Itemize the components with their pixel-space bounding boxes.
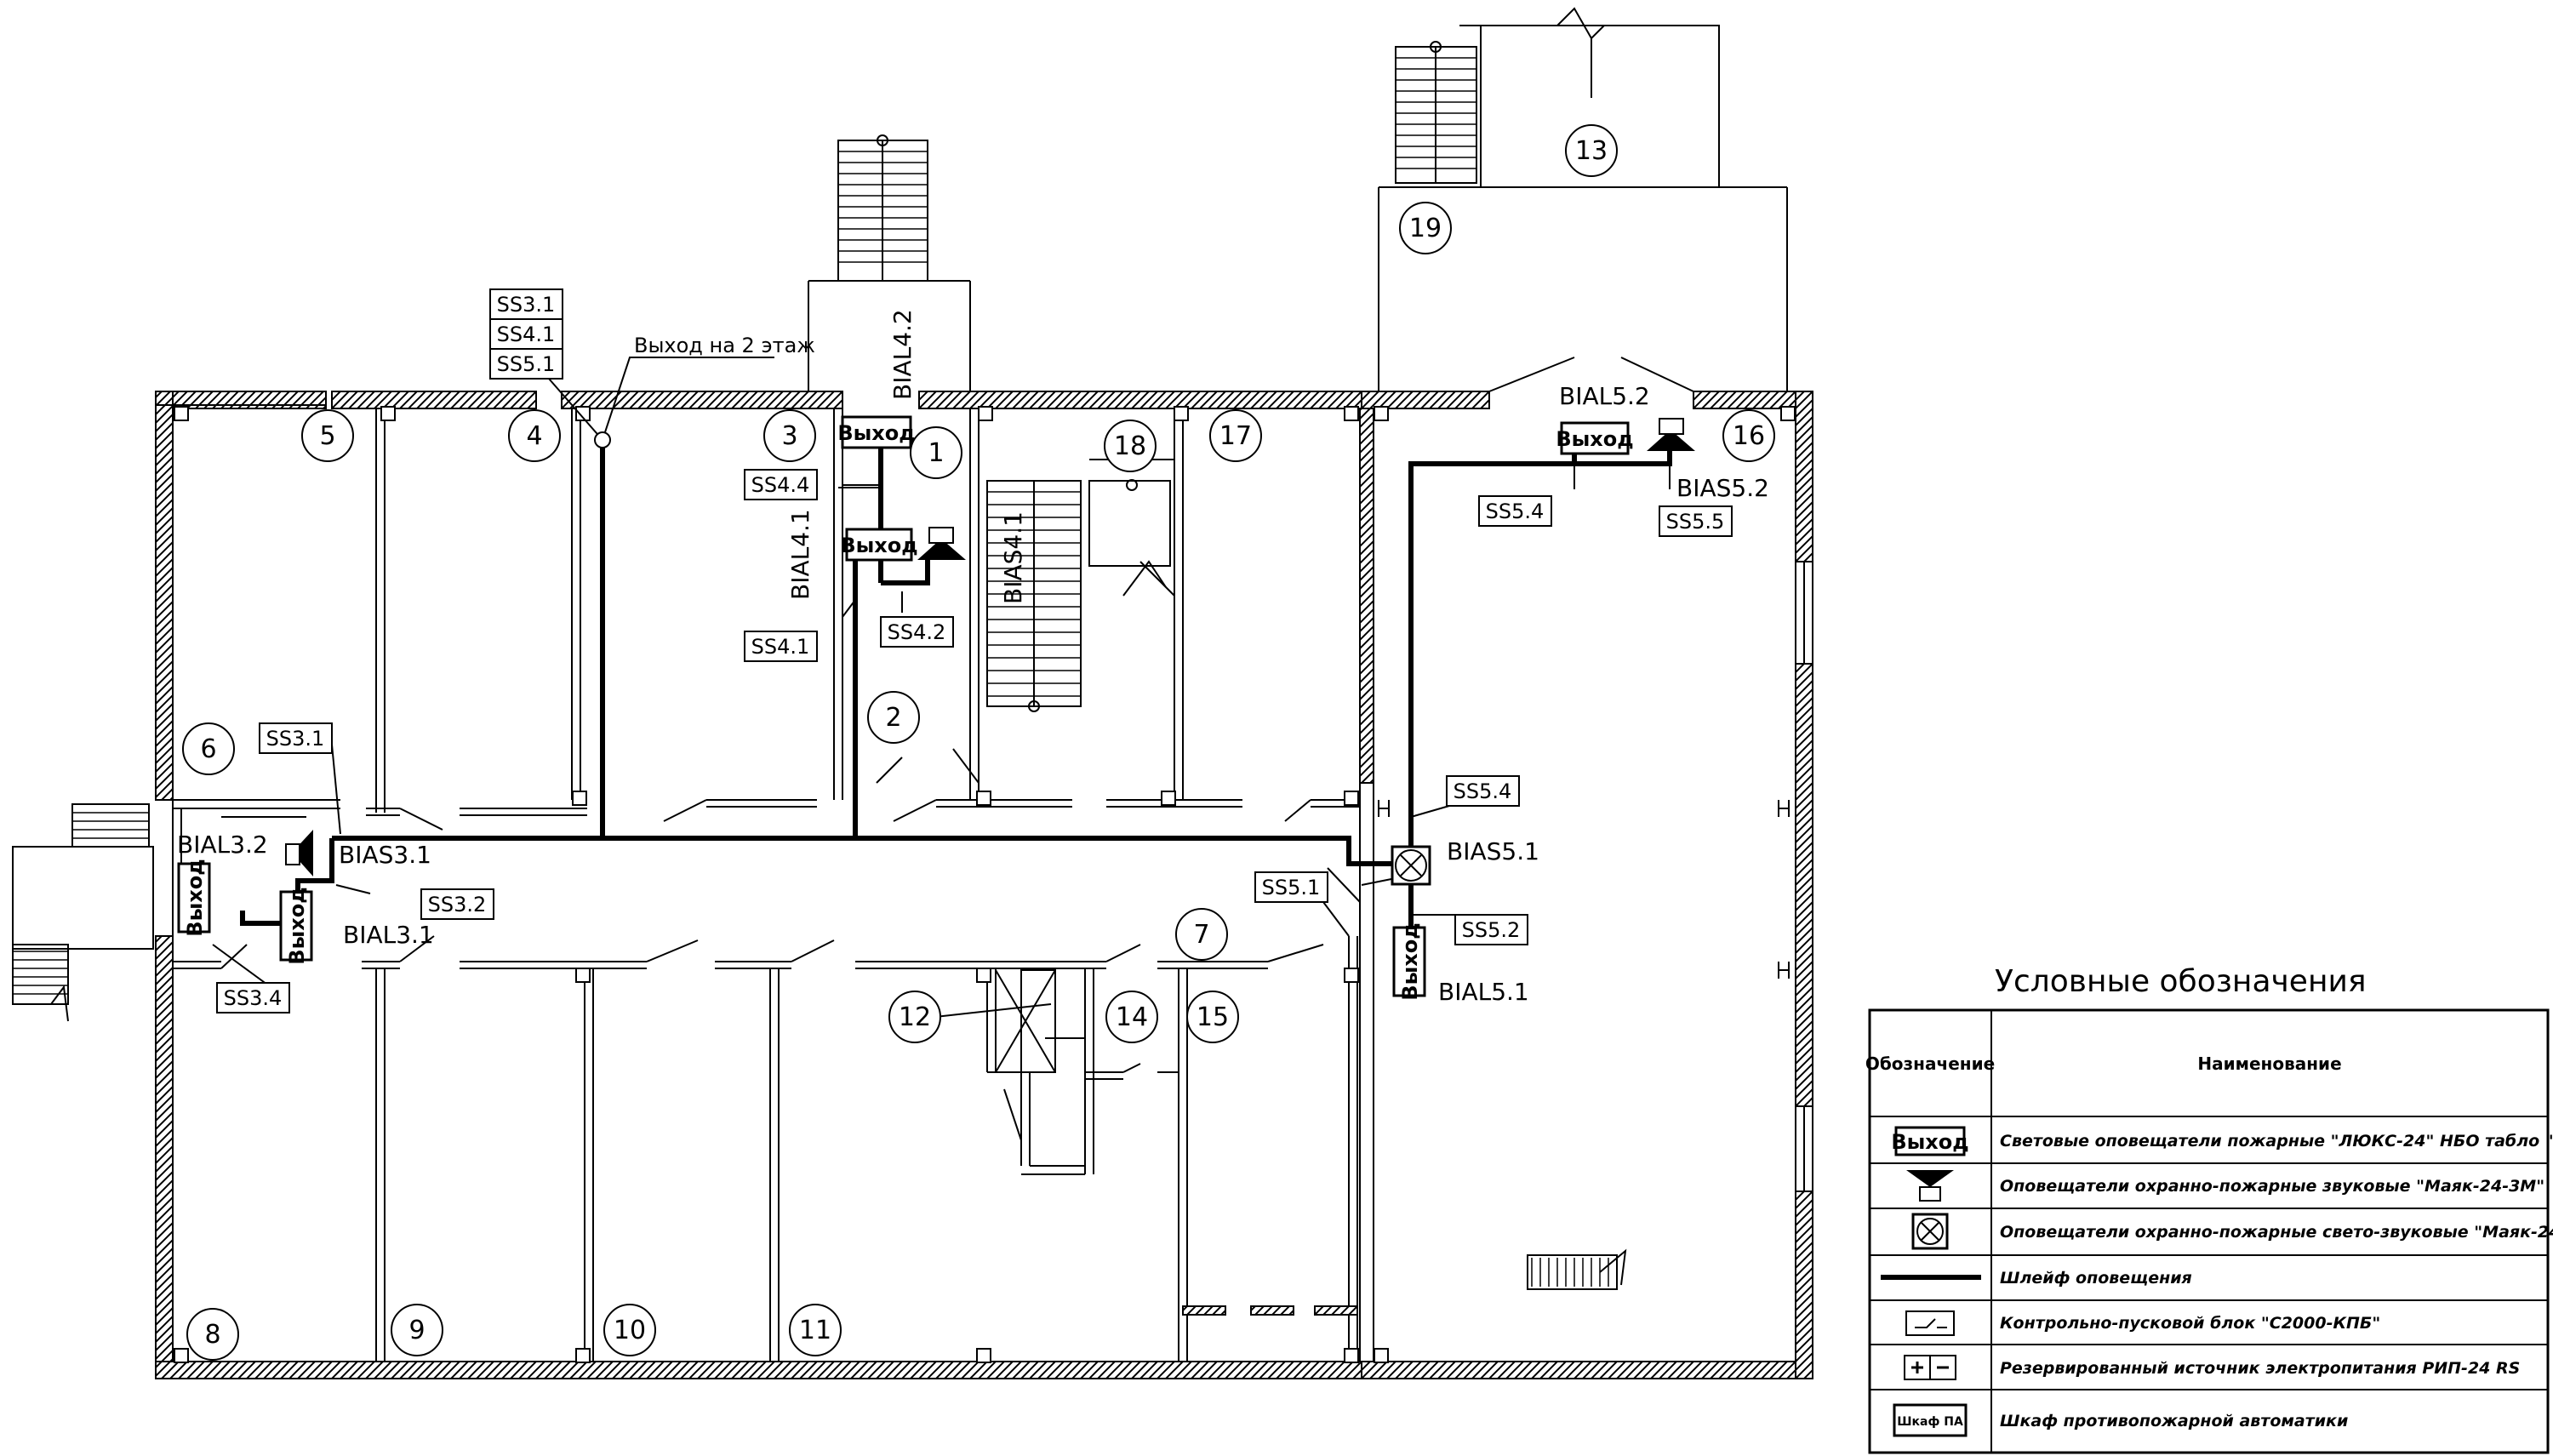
legend-col-name: Наименование (2197, 1053, 2341, 1074)
power-supply-icon (1904, 1355, 1956, 1380)
legend-row-3: Оповещатели охранно-пожарные свето-звуко… (2000, 1223, 2553, 1242)
label-bial52: BIAL5.2 (1559, 382, 1650, 410)
label-bias51: BIAS5.1 (1447, 837, 1539, 865)
exit-sign-5: Выход (285, 887, 309, 964)
legend-row-6: Резервированный источник электропитания … (2000, 1359, 2520, 1378)
room-2: 2 (885, 703, 901, 733)
tag-ss55: SS5.5 (1666, 510, 1725, 534)
sounder-icon (917, 527, 966, 560)
label-bial32: BIAL3.2 (177, 831, 268, 859)
exit-sign-icon: Выход (1891, 1126, 1969, 1156)
columns (174, 406, 1796, 1363)
leader-lines (212, 357, 1671, 1039)
room-5: 5 (319, 421, 335, 451)
cable-tags (216, 469, 1733, 1013)
sounder-icon (1647, 418, 1695, 451)
legend-row-2: Оповещатели охранно-пожарные звуковые "М… (2000, 1177, 2544, 1196)
label-bial31: BIAL3.1 (343, 921, 434, 949)
label-bias31: BIAS3.1 (339, 841, 431, 869)
room-12: 12 (899, 1002, 931, 1032)
room-16: 16 (1733, 421, 1765, 451)
exit-signs (177, 415, 1630, 997)
tag-stack-item-2: SS4.1 (497, 323, 556, 346)
legend-row-4: Шлейф оповещения (2000, 1269, 2192, 1288)
light-sound-icon (1911, 1213, 1949, 1250)
room-10: 10 (614, 1316, 646, 1345)
window-lines (156, 404, 1813, 1362)
tag-ss54a: SS5.4 (1454, 779, 1512, 803)
room-numbers (182, 124, 1775, 1361)
tag-ss52: SS5.2 (1462, 918, 1521, 942)
legend-cabinet-text: Шкаф ПА (1897, 1415, 1963, 1429)
sounder-icon (285, 830, 313, 876)
cabinet-icon: Шкаф ПА (1893, 1403, 1968, 1437)
legend-col-symbol: Обозначение (1865, 1053, 1995, 1074)
legend-row-1: Световые оповещатели пожарные "ЛЮКС-24" … (2000, 1132, 2553, 1151)
alarm-loop (240, 440, 1672, 928)
label-bias41: BIAS4.1 (999, 511, 1027, 604)
exit-sign-4: Выход (183, 859, 207, 936)
exterior-walls (155, 391, 1813, 1379)
cable-tag-labels: SS3.1 SS3.2 SS3.4 SS4.1 SS4.2 SS4.4 SS5.… (224, 473, 1725, 1010)
legend-row-7: Шкаф противопожарной автоматики (2000, 1412, 2348, 1430)
stair-treads (13, 57, 1609, 1287)
exit-sign-6: Выход (1398, 922, 1422, 1000)
room-14: 14 (1116, 1002, 1148, 1032)
legend-row-5: Контрольно-пусковой блок "С2000-КПБ" (2000, 1314, 2380, 1333)
exit-sign-2: Выход (840, 534, 917, 557)
tag-ss44: SS4.4 (751, 473, 810, 497)
tag-ss41: SS4.1 (751, 635, 810, 659)
label-bial51: BIAL5.1 (1438, 978, 1529, 1006)
room-8: 8 (204, 1320, 220, 1350)
interior-partitions (156, 408, 1360, 1362)
exit-sign-1: Выход (837, 421, 915, 445)
room-15: 15 (1197, 1002, 1229, 1032)
room-18: 18 (1114, 431, 1146, 461)
tag-stack-item-1: SS3.1 (497, 293, 556, 317)
exit-sign-3: Выход (1556, 427, 1633, 451)
dashed-edges (808, 26, 1788, 391)
legend-title: Условные обозначения (1995, 964, 2367, 999)
tag-ss54b: SS5.4 (1486, 500, 1545, 523)
tag-ss34: SS3.4 (224, 986, 283, 1010)
exit-sign-labels: Выход Выход Выход Выход Выход Выход (183, 421, 1634, 1001)
device-labels: BIAL3.2 BIAL3.1 BIAS3.1 BIAL4.2 BIAL4.1 … (177, 309, 1769, 1006)
room-13: 13 (1575, 136, 1608, 166)
room-number-labels: 1 2 3 4 5 6 7 8 9 10 11 12 13 14 15 16 1… (200, 136, 1765, 1350)
exit-label: Выход на 2 этаж (634, 334, 815, 357)
room-17: 17 (1219, 421, 1252, 451)
tag-ss42: SS4.2 (888, 620, 946, 644)
tag-stack: SS3.1 SS4.1 SS5.1 (489, 288, 563, 380)
label-bial42: BIAL4.2 (888, 309, 917, 400)
room-1: 1 (928, 438, 944, 468)
room-6: 6 (200, 734, 216, 764)
door-swings (220, 357, 1694, 1141)
riser-marker (594, 431, 611, 448)
sounder-icon (1906, 1170, 1954, 1202)
legend-exit-text: Выход (1891, 1130, 1968, 1154)
label-bias52: BIAS5.2 (1676, 474, 1769, 502)
control-block-icon (1905, 1310, 1955, 1336)
room-19: 19 (1409, 214, 1442, 243)
tag-stack-item-3: SS5.1 (497, 352, 556, 376)
tag-ss31: SS3.1 (266, 727, 325, 751)
label-bial41: BIAL4.1 (786, 509, 814, 600)
room-7: 7 (1193, 920, 1209, 950)
legend: Условные обозначения Обозначение Наимено… (1865, 964, 2553, 1454)
room-3: 3 (781, 421, 797, 451)
room-4: 4 (526, 421, 542, 451)
tag-ss51: SS5.1 (1262, 876, 1321, 899)
room-11: 11 (799, 1316, 831, 1345)
light-sound-icon (1391, 845, 1431, 886)
stairs (12, 25, 1788, 1290)
tag-ss32: SS3.2 (428, 893, 487, 916)
room-9: 9 (408, 1316, 425, 1345)
wall-marks (1378, 800, 1790, 979)
